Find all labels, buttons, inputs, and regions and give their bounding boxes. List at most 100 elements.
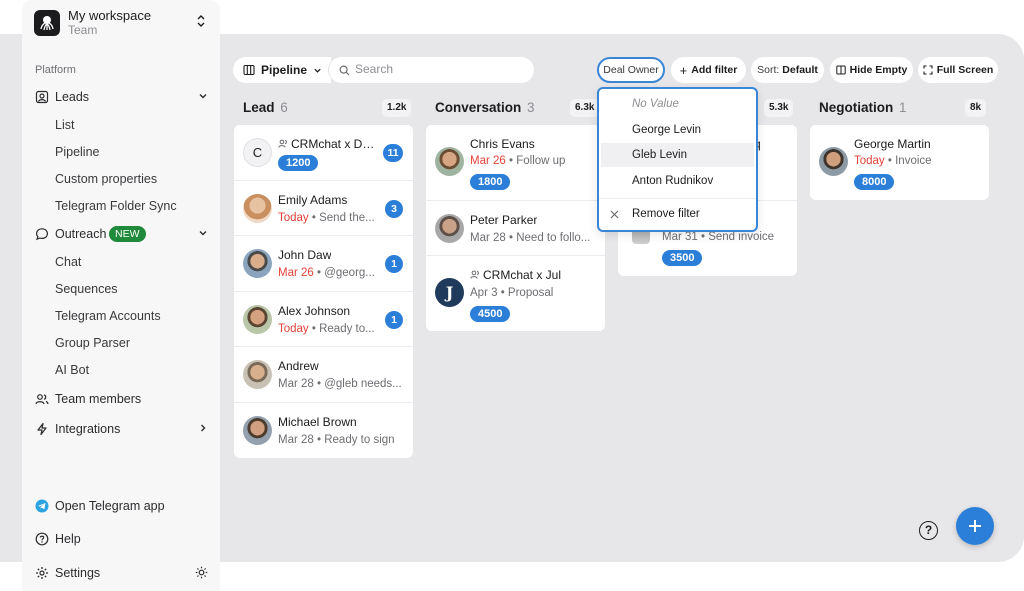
full-screen-button[interactable]: Full Screen bbox=[918, 57, 998, 83]
chevron-down-icon bbox=[199, 94, 207, 99]
deal-card[interactable]: Peter Parker Mar 28 • Need to follo... bbox=[426, 201, 605, 256]
workspace-switcher[interactable]: My workspace Team bbox=[34, 8, 210, 38]
close-icon bbox=[610, 210, 619, 219]
search-icon bbox=[339, 65, 350, 76]
sidebar-item-telegram-accounts[interactable]: Telegram Accounts bbox=[55, 309, 161, 323]
deal-card[interactable]: Chris Evans Mar 26 • Follow up 1800 bbox=[426, 125, 605, 201]
column-total: 6.3k bbox=[570, 99, 600, 117]
dropdown-option-selected[interactable]: Gleb Levin bbox=[601, 143, 754, 167]
avatar bbox=[243, 360, 272, 389]
nav-help[interactable]: Help bbox=[22, 527, 220, 551]
dropdown-option[interactable]: George Levin bbox=[632, 124, 702, 136]
column-title-negotiation: Negotiation 1 bbox=[819, 100, 907, 115]
sidebar-item-custom-properties[interactable]: Custom properties bbox=[55, 172, 158, 186]
avatar bbox=[435, 147, 464, 176]
card-meta: Mar 28 • Need to follo... bbox=[470, 232, 591, 244]
nav-integrations-label: Integrations bbox=[55, 422, 121, 436]
sidebar-item-group-parser[interactable]: Group Parser bbox=[55, 336, 131, 350]
remove-filter-label: Remove filter bbox=[632, 208, 700, 220]
sun-icon[interactable] bbox=[195, 566, 208, 579]
amount-badge: 1800 bbox=[470, 174, 511, 190]
sidebar-item-sequences[interactable]: Sequences bbox=[55, 282, 118, 296]
nav-integrations[interactable]: Integrations bbox=[22, 417, 220, 441]
deal-card[interactable]: Andrew Mar 28 • @gleb needs... bbox=[234, 347, 413, 403]
dropdown-option-no-value[interactable]: No Value bbox=[632, 98, 679, 110]
card-name: CRMchat x Jul bbox=[483, 268, 562, 282]
column-title-lead: Lead 6 bbox=[243, 100, 288, 115]
amount-badge: 1200 bbox=[278, 155, 319, 171]
sidebar-item-telegram-folder-sync[interactable]: Telegram Folder Sync bbox=[55, 199, 177, 213]
nav-help-label: Help bbox=[55, 532, 81, 546]
deal-owner-filter[interactable]: Deal Owner bbox=[597, 57, 665, 83]
add-filter-button[interactable]: + Add filter bbox=[671, 57, 746, 83]
hide-empty-label: Hide Empty bbox=[849, 64, 908, 76]
columns-icon bbox=[243, 64, 255, 76]
workspace-logo bbox=[34, 10, 60, 36]
nav-open-telegram[interactable]: Open Telegram app bbox=[22, 494, 220, 518]
card-meta: Today • Send the... bbox=[278, 211, 375, 224]
sidebar-item-chat[interactable]: Chat bbox=[55, 255, 82, 269]
card-meta: Mar 26 • @georg... bbox=[278, 267, 375, 279]
card-name: CRMchat x De... bbox=[291, 137, 377, 151]
dropdown-option[interactable]: Anton Rudnikov bbox=[632, 175, 714, 187]
chevron-right-icon bbox=[201, 424, 206, 432]
nav-settings[interactable]: Settings bbox=[22, 561, 220, 585]
remove-filter-option[interactable]: Remove filter bbox=[601, 202, 754, 226]
sort-button[interactable]: Sort: Default bbox=[751, 57, 824, 83]
view-selector[interactable]: Pipeline bbox=[233, 57, 331, 83]
card-name: Peter Parker bbox=[470, 213, 538, 227]
chevron-updown-icon bbox=[197, 15, 205, 27]
workspace-team: Team bbox=[68, 23, 98, 37]
help-button[interactable]: ? bbox=[919, 521, 938, 540]
card-meta: Mar 31 • Send invoice bbox=[662, 231, 775, 243]
sidebar-item-list[interactable]: List bbox=[55, 118, 75, 132]
deal-card[interactable]: Michael Brown Mar 28 • Ready to sign bbox=[234, 403, 413, 459]
gear-icon bbox=[36, 567, 48, 579]
hide-empty-button[interactable]: Hide Empty bbox=[830, 57, 913, 83]
deal-card[interactable]: John Daw Mar 26 • @georg... 1 bbox=[234, 236, 413, 292]
help-circle-icon bbox=[35, 532, 49, 546]
add-filter-label: Add filter bbox=[691, 64, 738, 76]
column-negotiation: George Martin Today • Invoice 8000 bbox=[810, 125, 989, 200]
nav-outreach-label: Outreach bbox=[55, 227, 107, 241]
card-name: Chris Evans bbox=[470, 137, 535, 151]
search-box bbox=[328, 57, 534, 83]
sidebar-item-pipeline[interactable]: Pipeline bbox=[55, 145, 100, 159]
column-title-conversation: Conversation 3 bbox=[435, 100, 535, 115]
new-badge: NEW bbox=[109, 226, 146, 242]
avatar: C bbox=[243, 138, 272, 167]
sidebar: My workspace Team Platform Leads List Pi… bbox=[22, 0, 220, 591]
card-name: George Martin bbox=[854, 137, 931, 151]
card-name: John Daw bbox=[278, 248, 332, 262]
avatar bbox=[819, 147, 848, 176]
nav-leads[interactable]: Leads bbox=[22, 85, 220, 109]
card-meta: Mar 28 • Ready to sign bbox=[278, 433, 395, 446]
unread-badge: 1 bbox=[385, 310, 403, 329]
amount-badge: 3500 bbox=[662, 250, 703, 266]
deal-card[interactable]: J CRMchat x Jul Apr 3 • Proposal 4500 bbox=[426, 256, 605, 331]
columns-icon bbox=[835, 65, 846, 75]
deal-card[interactable]: Emily Adams Today • Send the... 3 bbox=[234, 181, 413, 236]
nav-outreach[interactable]: Outreach NEW bbox=[22, 222, 220, 246]
card-meta: Apr 3 • Proposal bbox=[470, 287, 554, 299]
dropdown-divider bbox=[599, 198, 756, 199]
deal-card[interactable]: George Martin Today • Invoice 8000 bbox=[810, 125, 989, 200]
avatar bbox=[243, 304, 272, 334]
avatar bbox=[243, 249, 272, 278]
amount-badge: 8000 bbox=[854, 174, 895, 190]
column-total: 5.3k bbox=[764, 99, 794, 117]
unread-badge: 3 bbox=[385, 199, 403, 218]
plus-icon: + bbox=[679, 62, 688, 78]
deal-card[interactable]: C CRMchat x De... 1200 11 bbox=[234, 125, 413, 181]
nav-team-members-label: Team members bbox=[55, 392, 142, 406]
card-meta: Today • Invoice bbox=[854, 155, 932, 167]
sidebar-item-ai-bot[interactable]: AI Bot bbox=[55, 363, 90, 377]
sort-value: Default bbox=[782, 64, 818, 76]
search-input[interactable] bbox=[355, 62, 525, 76]
nav-settings-label: Settings bbox=[55, 566, 101, 580]
add-deal-button[interactable] bbox=[956, 507, 994, 545]
deal-card[interactable]: Alex Johnson Today • Ready to... 1 bbox=[234, 292, 413, 347]
unread-badge: 11 bbox=[383, 144, 403, 162]
nav-team-members[interactable]: Team members bbox=[22, 387, 220, 411]
column-total: 1.2k bbox=[382, 99, 412, 117]
